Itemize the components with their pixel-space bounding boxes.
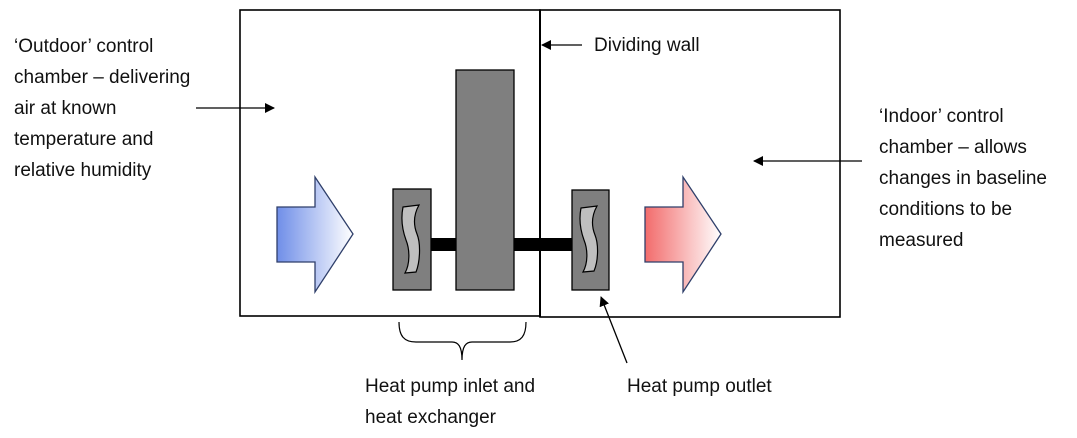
dividing-wall-label: Dividing wall <box>594 35 700 56</box>
outlet-fan-icon <box>579 205 599 273</box>
indoor-chamber-label: ‘Indoor’ control chamber – allows change… <box>879 106 1047 251</box>
heat-exchanger-block <box>455 69 515 291</box>
warm-air-arrow <box>644 174 722 295</box>
inlet-brace <box>398 321 527 361</box>
inlet-fan-icon <box>401 204 421 274</box>
outlet-label-pointer <box>599 296 628 364</box>
outdoor-chamber-label: ‘Outdoor’ control chamber – delivering a… <box>14 36 191 181</box>
cold-air-arrow <box>276 174 354 295</box>
heat-pump-outlet-label: Heat pump outlet <box>627 376 772 397</box>
heat-pump-inlet-label: Heat pump inlet and heat exchanger <box>365 376 536 428</box>
